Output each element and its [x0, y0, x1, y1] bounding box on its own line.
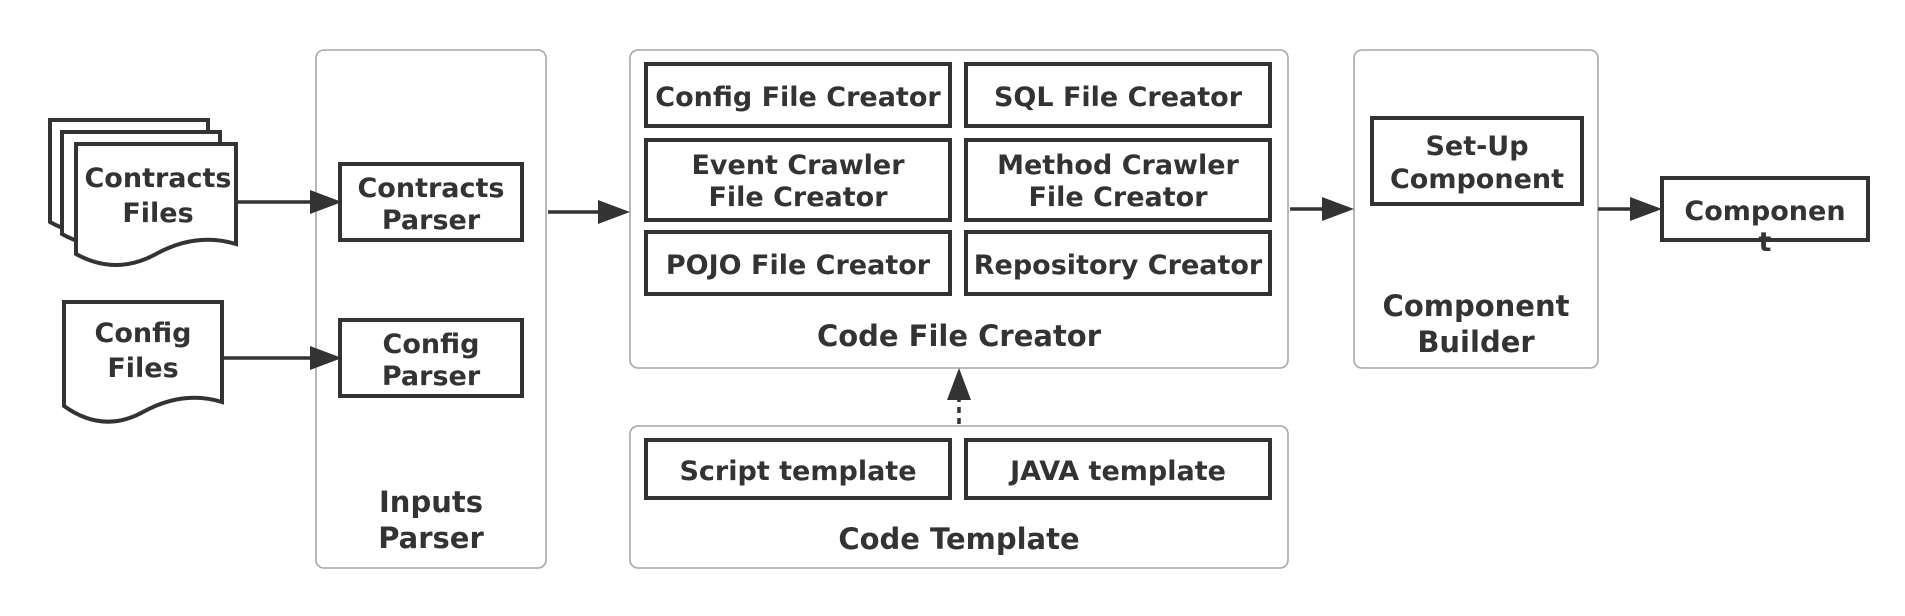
config-files-node: Config Files: [62, 300, 224, 424]
code-template-title: Code Template: [838, 522, 1079, 556]
inputs-parser-group: Contracts Parser Config Parser Inputs Pa…: [315, 49, 547, 569]
connector-builder-to-component: [1598, 197, 1662, 221]
connector-parser-to-code-file-creator: [548, 200, 630, 224]
connector-config-to-parser: [222, 346, 342, 370]
setup-component-label-1: Set-Up: [1425, 131, 1528, 162]
method-crawler-label-1: Method Crawler: [997, 150, 1239, 181]
sql-file-creator-label: SQL File Creator: [994, 82, 1243, 113]
component-output-label-1: Componen: [1684, 196, 1845, 227]
method-crawler-label-2: File Creator: [1028, 182, 1208, 213]
connector-template-to-code-file-creator: [947, 368, 971, 424]
config-parser-label-2: Parser: [382, 361, 481, 392]
inputs-parser-title-2: Parser: [378, 521, 484, 555]
component-builder-title-2: Builder: [1417, 325, 1535, 359]
component-builder-group: Set-Up Component Component Builder: [1353, 49, 1599, 369]
contracts-parser-label-1: Contracts: [357, 173, 504, 204]
component-output-label-2: t: [1759, 227, 1772, 258]
setup-component-label-2: Component: [1390, 164, 1564, 195]
code-file-creator-group: Config File Creator SQL File Creator Eve…: [629, 49, 1289, 369]
component-builder-title-1: Component: [1383, 289, 1570, 323]
event-crawler-label-2: File Creator: [708, 182, 888, 213]
repository-creator-label: Repository Creator: [974, 250, 1263, 281]
java-template-label: JAVA template: [1008, 456, 1226, 487]
config-file-creator-label: Config File Creator: [655, 82, 941, 113]
script-template-label: Script template: [679, 456, 916, 487]
inputs-parser-title-1: Inputs: [379, 485, 483, 519]
pojo-file-creator-label: POJO File Creator: [666, 250, 931, 281]
component-output-node: Componen t: [1660, 176, 1870, 258]
contracts-parser-label-2: Parser: [382, 205, 481, 236]
code-template-group: Script template JAVA template Code Templ…: [629, 425, 1289, 569]
event-crawler-label-1: Event Crawler: [691, 150, 905, 181]
contracts-files-node: Contracts Files: [48, 118, 238, 267]
connector-code-file-creator-to-builder: [1290, 197, 1354, 221]
config-files-label-2: Files: [107, 353, 178, 384]
config-parser-label-1: Config: [383, 329, 480, 360]
code-file-creator-title: Code File Creator: [817, 319, 1102, 353]
contracts-files-label-1: Contracts: [84, 163, 231, 194]
contracts-files-label-2: Files: [122, 198, 193, 229]
connector-contracts-to-parser: [236, 190, 342, 214]
config-files-label-1: Config: [95, 318, 192, 349]
